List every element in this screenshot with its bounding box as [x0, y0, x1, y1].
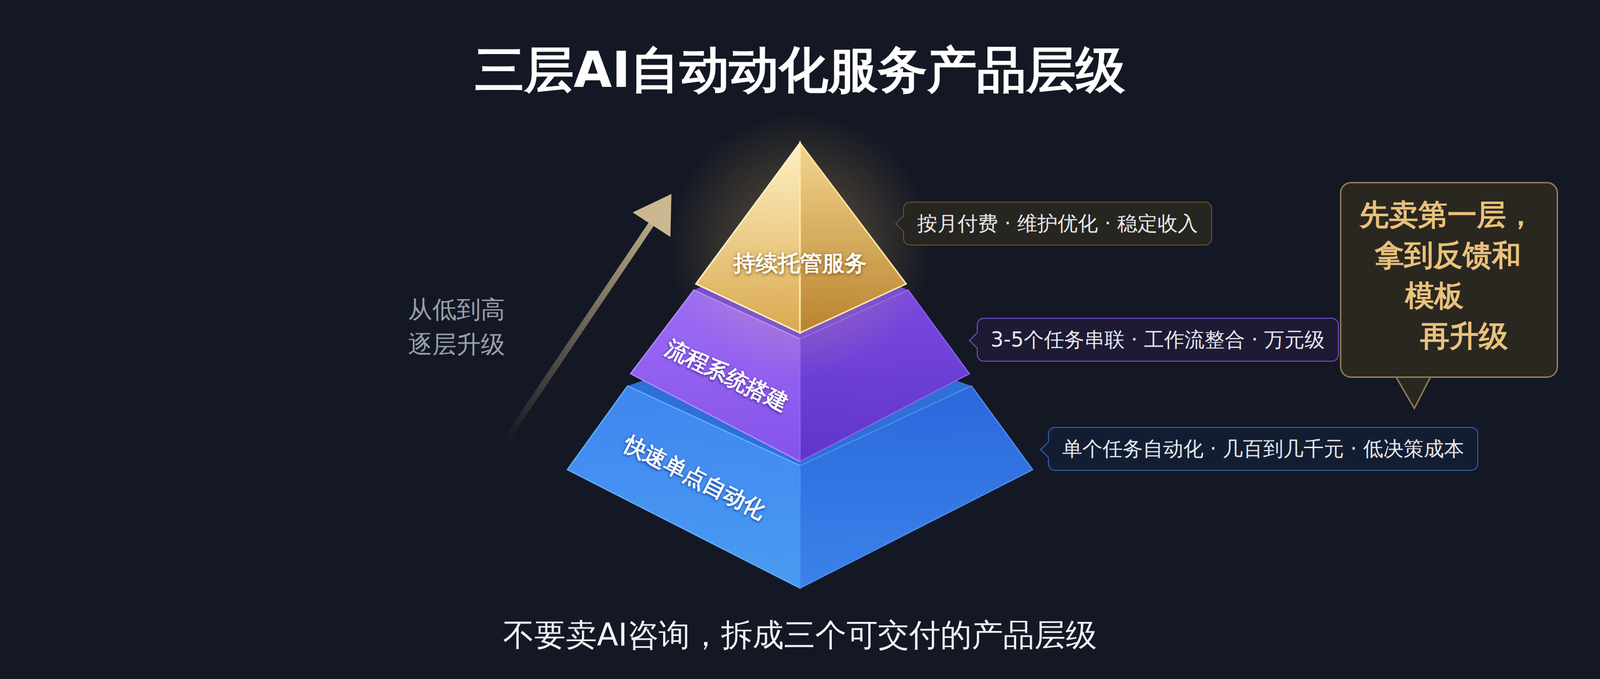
caption: 不要卖AI咨询，拆成三个可交付的产品层级	[0, 613, 1600, 657]
text-line: 先卖第一层，	[1359, 194, 1547, 235]
text-line: 再升级	[1420, 315, 1547, 357]
pill-notch	[894, 215, 913, 233]
pill-notch	[968, 331, 986, 349]
pyramid-tier: 持续托管服务	[733, 248, 867, 279]
text-line: 从低到高	[408, 291, 506, 328]
pill-text: 单个任务自动化 · 几百到几千元 · 低决策成本	[1062, 436, 1465, 461]
info-pill: 3-5个任务串联 · 工作流整合 · 万元级	[976, 317, 1340, 362]
tier-label: 持续托管服务	[733, 250, 867, 276]
tier-label: 快速单点自动化	[620, 430, 771, 524]
pyramid-tier: 流程系统搭建	[660, 332, 793, 419]
title: 三层AI自动动化服务产品层级	[0, 37, 1600, 105]
info-pill: 按月付费 · 维护优化 · 稳定收入	[903, 201, 1213, 246]
callout-bubble: 先卖第一层， 拿到反馈和 模板 再升级	[1339, 181, 1559, 378]
tier-label: 流程系统搭建	[661, 334, 793, 417]
text-line: 模板	[1405, 275, 1547, 316]
text-line: 拿到反馈和	[1374, 234, 1547, 276]
callout-text: 先卖第一层， 拿到反馈和 模板 再升级	[1359, 194, 1547, 357]
info-pill: 单个任务自动化 · 几百到几千元 · 低决策成本	[1047, 426, 1479, 471]
pyramid-tier: 快速单点自动化	[618, 428, 771, 526]
arrow-label: 从低到高 逐层升级	[408, 291, 506, 363]
text-line: 逐层升级	[408, 326, 506, 363]
pill-notch	[1039, 440, 1058, 459]
pill-text: 按月付费 · 维护优化 · 稳定收入	[917, 211, 1198, 235]
pill-text: 3-5个任务串联 · 工作流整合 · 万元级	[990, 327, 1326, 352]
